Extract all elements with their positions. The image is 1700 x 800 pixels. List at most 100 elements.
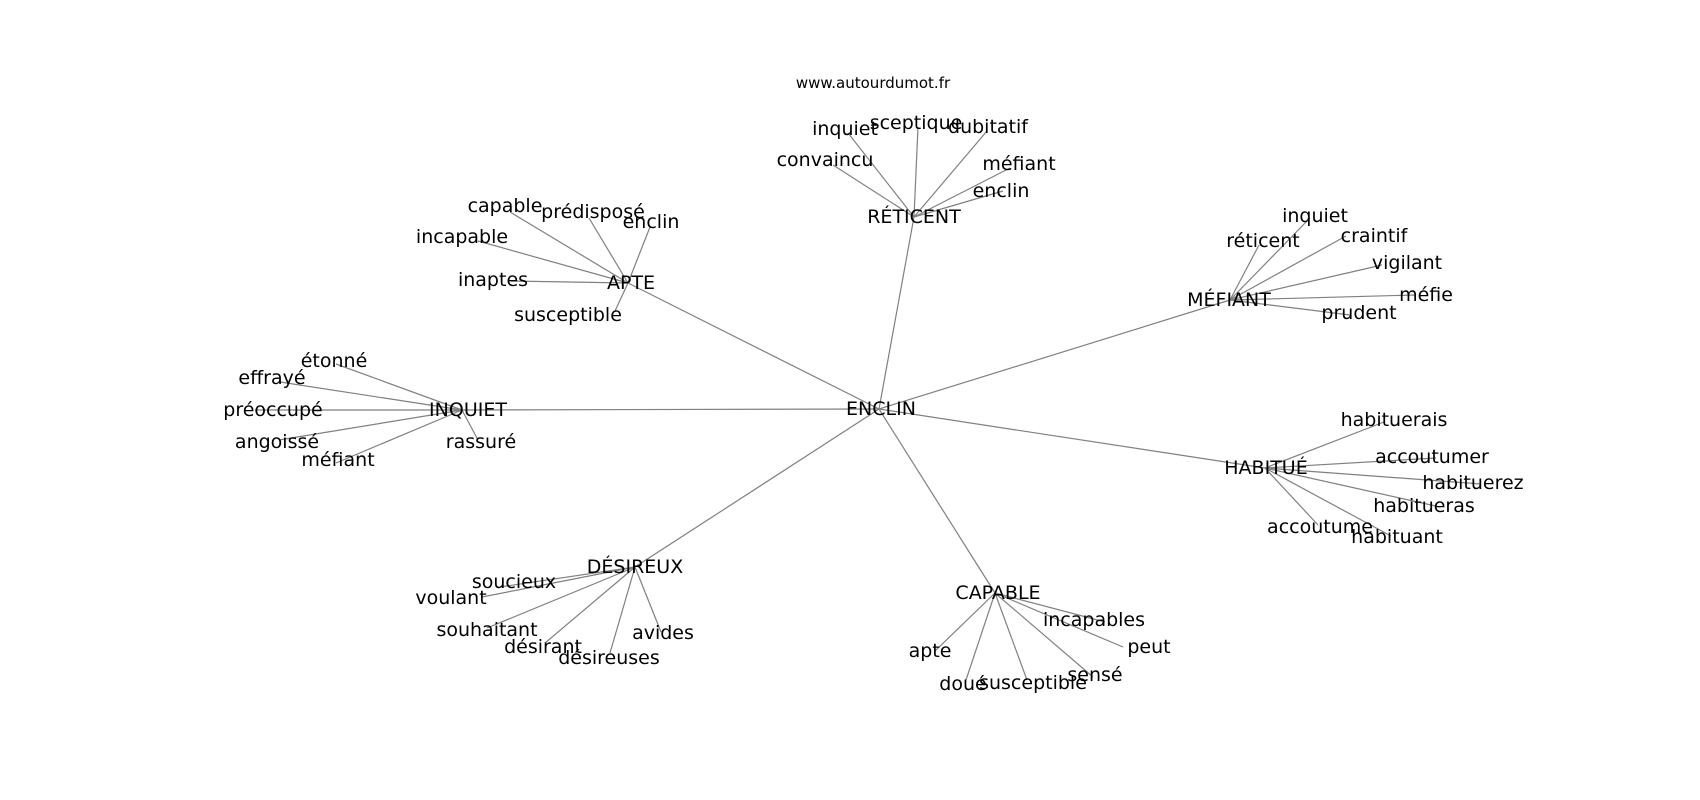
cluster-word-label: désireuses [558, 647, 660, 669]
cluster-word-label: capable [468, 195, 543, 217]
cluster-word-label: sensé [1067, 664, 1122, 686]
cluster-word-label: rassuré [446, 431, 516, 453]
cluster-word-label: habitueras [1373, 495, 1475, 517]
edge-hub-to-word [609, 566, 636, 654]
cluster-word-label: effrayé [238, 367, 305, 389]
edge-hub-to-word [934, 592, 996, 652]
cluster-word-label: soucieux [472, 571, 556, 593]
edge-hub-to-word [335, 363, 463, 411]
edge-hub-to-word [509, 211, 629, 284]
cluster-word-label: susceptible [514, 304, 622, 326]
cluster-word-label: incapables [1043, 609, 1145, 631]
cluster-word-label: peut [1127, 636, 1170, 658]
cluster-hub-label: CAPABLE [955, 582, 1040, 604]
edge-hub-to-word [1264, 457, 1437, 469]
cluster-word-label: susceptible [979, 672, 1087, 694]
edge-center-to-hub [627, 282, 880, 410]
edge-hub-to-word [1264, 467, 1319, 526]
cluster-word-label: angoissé [235, 431, 319, 453]
edge-hub-to-word [913, 167, 1011, 218]
cluster-word-label: inquiet [812, 118, 878, 140]
edge-hub-to-word [614, 282, 629, 312]
edge-center-to-hub [878, 408, 1266, 469]
cluster-word-label: enclin [623, 211, 680, 233]
cluster-word-label: incapable [416, 226, 508, 248]
cluster-word-label: habituant [1351, 526, 1443, 548]
edge-hub-to-word [847, 132, 915, 218]
edge-hub-to-word [588, 217, 629, 284]
cluster-word-label: habituerais [1341, 409, 1448, 431]
edge-center-to-hub [461, 408, 880, 411]
cluster-word-label: méfie [1399, 284, 1453, 306]
cluster-word-label: réticent [1226, 230, 1299, 252]
cluster-hub-label: HABITUÉ [1224, 456, 1307, 479]
edge-hub-to-word [1229, 294, 1416, 301]
edge-hub-to-word [994, 592, 1028, 681]
edge-hub-to-word [509, 280, 629, 284]
cluster-word-label: convaincu [777, 149, 874, 171]
cluster-word-label: avides [632, 622, 694, 644]
cluster-word-label: voulant [415, 587, 486, 609]
edge-hub-to-word [461, 409, 479, 441]
cluster-word-label: inquiet [1282, 205, 1348, 227]
cluster-word-label: sceptique [870, 112, 963, 134]
watermark: www.autourdumot.fr [796, 74, 951, 92]
cluster-word-label: vigilant [1372, 252, 1442, 274]
edge-hub-to-word [994, 592, 1094, 678]
edge-hub-to-word [279, 381, 463, 411]
cluster-word-label: enclin [973, 180, 1030, 202]
center-node-label: ENCLIN [846, 398, 916, 420]
cluster-hub-label: MÉFIANT [1187, 288, 1271, 311]
cluster-word-label: craintif [1341, 225, 1409, 247]
edge-hub-to-word [1229, 235, 1347, 301]
cluster-word-label: doué [939, 673, 986, 695]
edge-hub-to-word [964, 592, 996, 684]
cluster-word-label: souhaitant [436, 619, 537, 641]
cluster-word-label: prédisposé [541, 201, 645, 223]
cluster-word-label: apte [909, 640, 952, 662]
cluster-word-label: accoutume [1267, 516, 1373, 538]
cluster-word-label: méfiant [301, 449, 374, 471]
edge-hub-to-word [1264, 467, 1482, 485]
cluster-word-label: habituerez [1422, 472, 1523, 494]
edge-hub-to-word [278, 409, 463, 441]
edge-hub-to-word [832, 164, 915, 218]
graph-edges [255, 126, 1482, 684]
edge-center-to-hub [878, 299, 1231, 410]
edge-center-to-hub [634, 408, 880, 568]
edge-center-to-hub [878, 408, 996, 594]
edge-hub-to-word [1229, 264, 1383, 301]
cluster-word-label: accoutumer [1375, 446, 1489, 468]
edge-hub-to-word [913, 190, 1004, 218]
cluster-hub-label: APTE [607, 272, 655, 294]
edge-hub-to-word [1229, 299, 1351, 316]
edge-hub-to-word [335, 409, 463, 464]
cluster-hub-label: INQUIET [429, 399, 507, 421]
cluster-word-label: méfiant [982, 153, 1055, 175]
cluster-word-label: étonné [301, 350, 368, 372]
edge-hub-to-word [1264, 467, 1441, 508]
cluster-word-label: préoccupé [223, 399, 322, 421]
edge-hub-to-word [544, 566, 636, 644]
cluster-hub-label: DÉSIREUX [587, 555, 683, 578]
edge-hub-to-word [634, 566, 662, 633]
cluster-word-label: prudent [1321, 302, 1396, 324]
edge-hub-to-word [481, 566, 636, 598]
cluster-word-label: inaptes [458, 269, 528, 291]
edge-hub-to-word [994, 592, 1124, 648]
edge-hub-to-word [627, 226, 651, 284]
edge-hub-to-word [1264, 421, 1385, 469]
edge-hub-to-word [1229, 217, 1311, 301]
cluster-hub-label: RÉTICENT [867, 205, 961, 228]
edge-hub-to-word [486, 566, 636, 629]
edge-hub-to-word [913, 130, 988, 218]
graph-labels: ENCLINRÉTICENTinquietsceptiquedubitatifc… [223, 112, 1523, 695]
edge-hub-to-word [499, 566, 636, 588]
edge-hub-to-word [913, 126, 919, 218]
edge-hub-to-word [994, 592, 1106, 623]
cluster-word-label: désirant [504, 636, 582, 658]
edge-center-to-hub [878, 216, 915, 410]
edge-hub-to-word [1264, 467, 1392, 537]
edge-hub-to-word [1229, 244, 1260, 301]
